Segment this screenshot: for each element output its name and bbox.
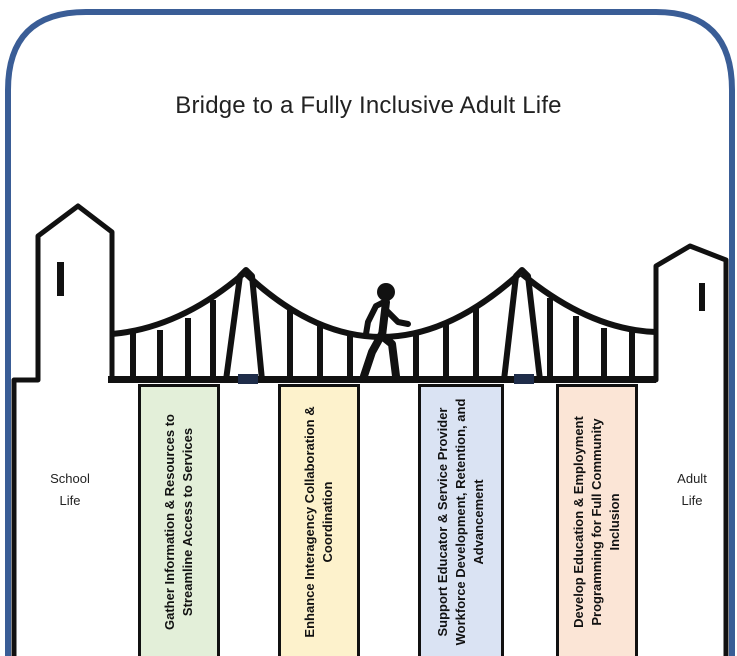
tower-base-left: [238, 374, 258, 384]
pillar-text: Gather Information & Resources to Stream…: [162, 413, 195, 630]
bridge-deck: [108, 376, 656, 383]
cable-right: [520, 271, 657, 335]
school-life-label: School Life: [30, 468, 110, 512]
cable-left: [111, 271, 245, 337]
pillar-interagency-collaboration: Enhance Interagency Collaboration & Coor…: [278, 384, 360, 656]
walking-person-icon: [360, 283, 411, 380]
right-tower: [650, 243, 729, 656]
school-life-line-1: School: [50, 471, 90, 486]
adult-life-label: Adult Life: [652, 468, 732, 512]
tower-base-right: [514, 374, 534, 384]
pillar-education-employment: Develop Education & Employment Programmi…: [556, 384, 638, 656]
adult-life-line-1: Adult: [677, 471, 707, 486]
hangers: [130, 298, 635, 378]
frame-border: [5, 9, 735, 656]
right-tower-window: [699, 283, 705, 311]
left-tower-window: [57, 262, 64, 296]
pillar-information-resources: Gather Information & Resources to Stream…: [138, 384, 220, 656]
school-life-line-2: Life: [59, 493, 81, 508]
tower-a-right: [501, 267, 543, 381]
pillar-text: Support Educator & Service Provider Work…: [435, 398, 486, 645]
pillar-text: Develop Education & Employment Programmi…: [571, 415, 622, 628]
diagram-title: Bridge to a Fully Inclusive Adult Life: [175, 92, 562, 119]
pillar-workforce-development: Support Educator & Service Provider Work…: [418, 384, 504, 656]
adult-life-line-2: Life: [681, 493, 703, 508]
tower-a-left: [223, 267, 265, 381]
left-tower: [11, 203, 118, 656]
pillar-text: Enhance Interagency Collaboration & Coor…: [302, 405, 335, 638]
